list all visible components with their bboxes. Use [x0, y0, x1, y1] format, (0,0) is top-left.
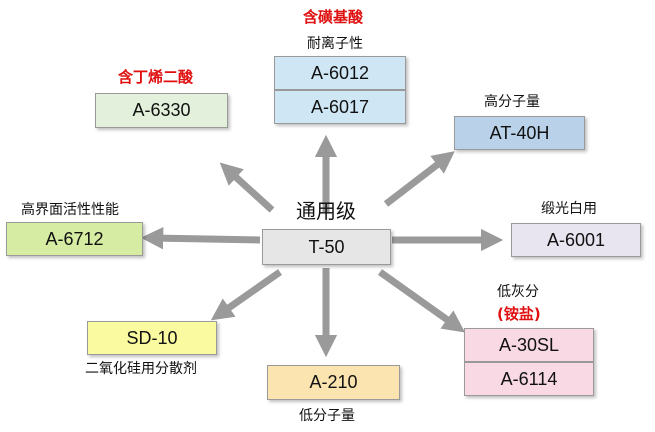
high-mw-code: AT-40H: [454, 116, 585, 150]
center-box: T-50: [262, 229, 391, 265]
arrow-lower-right: [377, 269, 466, 333]
center-title: 通用级: [296, 199, 356, 223]
high-mw-label: 高分子量: [484, 94, 540, 110]
arrow-upper-right: [383, 151, 455, 207]
butadiene-heading: 含丁烯二酸: [118, 68, 194, 86]
surface-code: A-6712: [6, 222, 143, 256]
low-mw-label: 低分子量: [299, 408, 355, 424]
ammonium-heading: (铵盐): [497, 305, 541, 323]
sulfonic-heading: 含磺基酸: [303, 8, 364, 26]
silica-label: 二氧化硅用分散剂: [85, 361, 197, 377]
ammonium-label: 低灰分: [497, 284, 539, 300]
sulfonic-label: 耐离子性: [307, 36, 363, 52]
ammonium-code-2: A-6114: [464, 362, 594, 396]
butadiene-code: A-6330: [95, 93, 228, 128]
satin-label: 缎光白用: [541, 201, 597, 217]
sulfonic-code-2: A-6017: [274, 90, 406, 124]
sulfonic-code-1: A-6012: [274, 56, 406, 90]
arrow-left: [140, 227, 261, 250]
ammonium-code-1: A-30SL: [464, 328, 594, 362]
arrow-lower-left: [210, 269, 283, 321]
silica-code: SD-10: [87, 321, 217, 355]
low-mw-code: A-210: [267, 365, 400, 400]
surface-label: 高界面活性性能: [21, 202, 119, 218]
arrow-upper-left: [219, 162, 275, 213]
satin-code: A-6001: [511, 223, 641, 257]
